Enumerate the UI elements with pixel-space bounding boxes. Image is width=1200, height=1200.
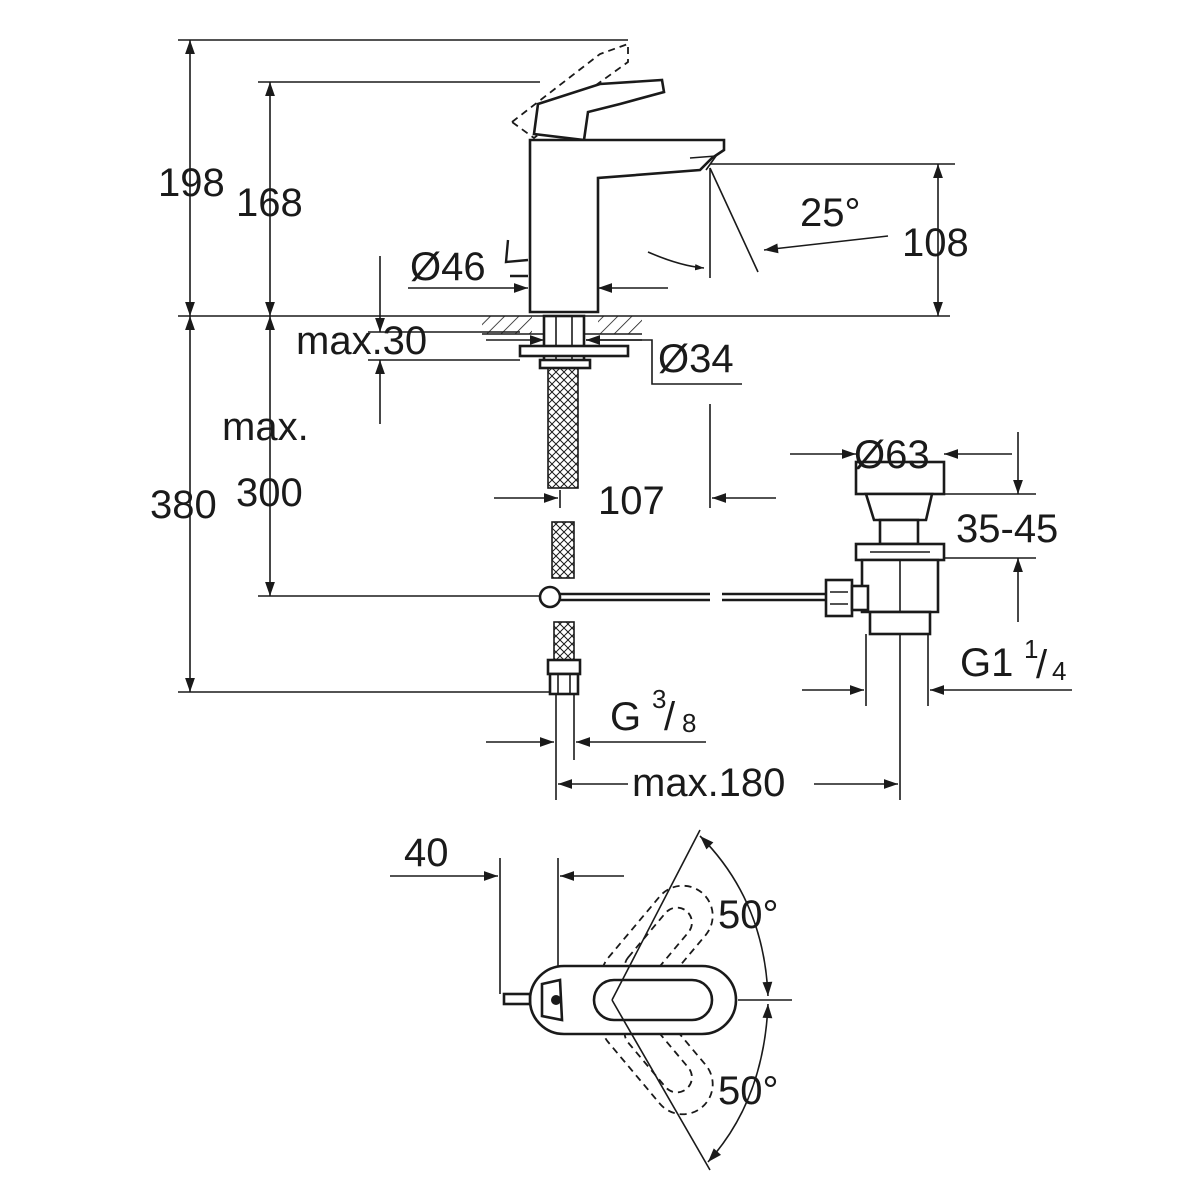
dim-168: 168 — [236, 82, 303, 316]
dim-g3-8: G 3 / 8 — [486, 684, 706, 800]
label-25deg: 25° — [800, 191, 861, 235]
dim-40: 40 — [390, 831, 624, 994]
label-34: Ø34 — [658, 337, 734, 381]
label-50-up: 50° — [718, 893, 779, 937]
faucet-top-view — [502, 829, 792, 1171]
label-108: 108 — [902, 221, 969, 265]
label-107: 107 — [598, 479, 665, 523]
label-g1-num: 1 — [1024, 634, 1038, 664]
dim-g1-1-4: G1 1 / 4 — [802, 634, 1072, 706]
dim-63: Ø63 — [790, 433, 1012, 477]
dim-198: 198 — [158, 40, 225, 316]
svg-text:/: / — [664, 695, 676, 739]
label-300: 300 — [236, 471, 303, 515]
label-g-den: 8 — [682, 708, 696, 738]
dim-50deg-up: 50° — [699, 835, 779, 997]
dim-25deg: 25° — [647, 167, 889, 278]
dim-107: 107 — [494, 404, 776, 523]
label-50-down: 50° — [718, 1069, 779, 1113]
label-g1-den: 4 — [1052, 656, 1066, 686]
label-g1: G1 — [960, 641, 1013, 685]
dim-max180: max.180 — [558, 634, 901, 805]
dim-34: Ø34 — [486, 335, 742, 385]
dim-35-45: 35-45 — [944, 432, 1058, 622]
dim-50deg-down: 50° — [707, 1003, 779, 1163]
dim-46: Ø46 — [408, 245, 668, 293]
dim-max30: max.30 — [296, 256, 427, 424]
label-g: G — [610, 695, 641, 739]
label-63: Ø63 — [854, 433, 930, 477]
label-max180: max.180 — [632, 761, 785, 805]
label-168: 168 — [236, 181, 303, 225]
dim-108: 108 — [902, 164, 969, 316]
svg-text:/: / — [1036, 643, 1048, 687]
label-max30: max.30 — [296, 319, 427, 363]
label-380: 380 — [150, 483, 217, 527]
waste-fitting — [824, 460, 946, 636]
label-46: Ø46 — [410, 245, 486, 289]
label-40: 40 — [404, 831, 449, 875]
dim-300: 300 max. — [222, 316, 309, 596]
label-35-45: 35-45 — [956, 507, 1058, 551]
dim-380: 380 — [150, 316, 217, 692]
label-198: 198 — [158, 161, 225, 205]
label-g-num: 3 — [652, 684, 666, 714]
label-max: max. — [222, 405, 309, 449]
faucet-side-view — [482, 42, 836, 696]
